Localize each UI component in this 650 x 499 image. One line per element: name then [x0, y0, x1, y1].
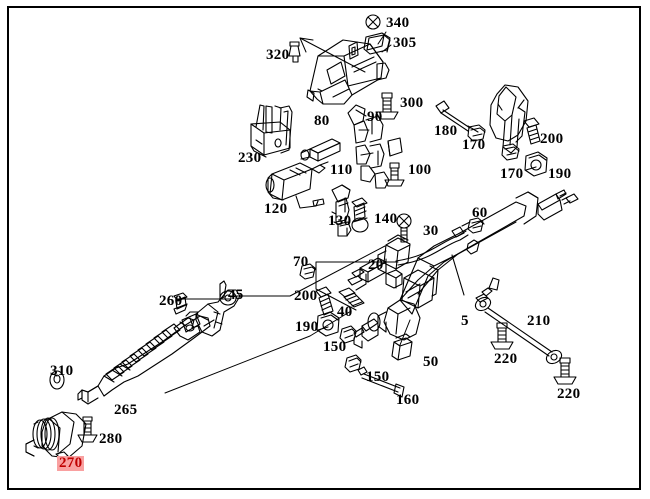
part-callout-230[interactable]: 230 [238, 150, 262, 166]
part-110-bushing [300, 138, 341, 162]
part-230-support-bracket [250, 104, 293, 158]
part-callout-45[interactable]: 45 [228, 287, 244, 303]
part-callout-320[interactable]: 320 [266, 47, 290, 63]
part-callout-40[interactable]: 40 [337, 304, 353, 320]
part-callout-300[interactable]: 300 [400, 95, 424, 111]
part-callout-340[interactable]: 340 [386, 15, 410, 31]
part-callout-50[interactable]: 50 [423, 354, 439, 370]
part-220-bolt-upper [490, 322, 514, 350]
part-50-cap [391, 333, 413, 361]
part-callout-130[interactable]: 130 [328, 213, 352, 229]
diagram-frame [7, 6, 641, 490]
part-callout-100[interactable]: 100 [408, 162, 432, 178]
part-70-nut [299, 263, 317, 280]
part-265-steering-column-shaft [77, 315, 211, 405]
part-callout-265[interactable]: 265 [114, 402, 138, 418]
part-callout-150[interactable]: 150 [366, 369, 390, 385]
part-320-bolt [288, 41, 301, 63]
part-5-steering-gear [353, 189, 579, 349]
part-callout-90[interactable]: 90 [367, 109, 383, 125]
part-callout-190[interactable]: 190 [295, 319, 319, 335]
part-callout-200[interactable]: 200 [294, 288, 318, 304]
part-upper-shaft-coupling [489, 84, 529, 154]
part-callout-220[interactable]: 220 [557, 386, 581, 402]
part-310-washer [49, 370, 65, 390]
part-20-valve-housing [347, 234, 411, 291]
part-130-lever [331, 184, 352, 237]
part-callout-310[interactable]: 310 [50, 363, 74, 379]
part-80-column-bracket [306, 39, 390, 105]
part-callout-220[interactable]: 220 [494, 351, 518, 367]
part-340-nut [365, 14, 381, 30]
part-callout-270[interactable]: 270 [57, 455, 85, 471]
part-120-steering-lock-motor [265, 161, 329, 209]
part-190-clamp-upper [524, 151, 548, 177]
part-160-bolt [357, 366, 405, 398]
part-callout-200[interactable]: 200 [540, 131, 564, 147]
part-150-nut-upper [339, 325, 357, 344]
part-callout-150[interactable]: 150 [323, 339, 347, 355]
hydraulic-line [395, 221, 471, 266]
part-callout-70[interactable]: 70 [293, 254, 309, 270]
part-90-universal-joint [347, 104, 390, 189]
part-45-column-bracket [181, 289, 241, 337]
part-callout-110[interactable]: 110 [330, 162, 353, 178]
part-40-bolt [338, 287, 365, 308]
part-200-bolt-upper [523, 117, 541, 145]
part-callout-160[interactable]: 160 [396, 392, 420, 408]
part-305-clip [363, 32, 391, 55]
part-190-clamp-left [316, 311, 340, 337]
part-220-bolt-lower [553, 357, 577, 385]
part-callout-170[interactable]: 170 [500, 166, 524, 182]
part-callout-180[interactable]: 180 [434, 123, 458, 139]
part-callout-5[interactable]: 5 [461, 313, 469, 329]
part-callout-120[interactable]: 120 [264, 201, 288, 217]
part-callout-60[interactable]: 60 [472, 205, 488, 221]
part-280-bolt [77, 416, 98, 443]
part-100-bush-and-bolt [384, 137, 405, 187]
part-callout-140[interactable]: 140 [374, 211, 398, 227]
part-140-tie-rod-end [351, 197, 369, 233]
part-170-nut-lower [501, 143, 520, 161]
part-callout-20[interactable]: 20 [368, 257, 384, 273]
part-270-flexible-coupling [25, 411, 87, 459]
part-170-nut-upper [467, 124, 486, 142]
part-callout-30[interactable]: 30 [423, 223, 439, 239]
part-260-bolt [173, 292, 188, 315]
part-callout-305[interactable]: 305 [393, 35, 417, 51]
part-callout-190[interactable]: 190 [548, 166, 572, 182]
part-callout-170[interactable]: 170 [462, 137, 486, 153]
part-callout-80[interactable]: 80 [314, 113, 330, 129]
part-callout-210[interactable]: 210 [527, 313, 551, 329]
part-callout-280[interactable]: 280 [99, 431, 123, 447]
part-210-tie-rod [474, 296, 563, 365]
part-callout-260[interactable]: 260 [159, 293, 183, 309]
part-200-bolt-left [315, 286, 334, 316]
